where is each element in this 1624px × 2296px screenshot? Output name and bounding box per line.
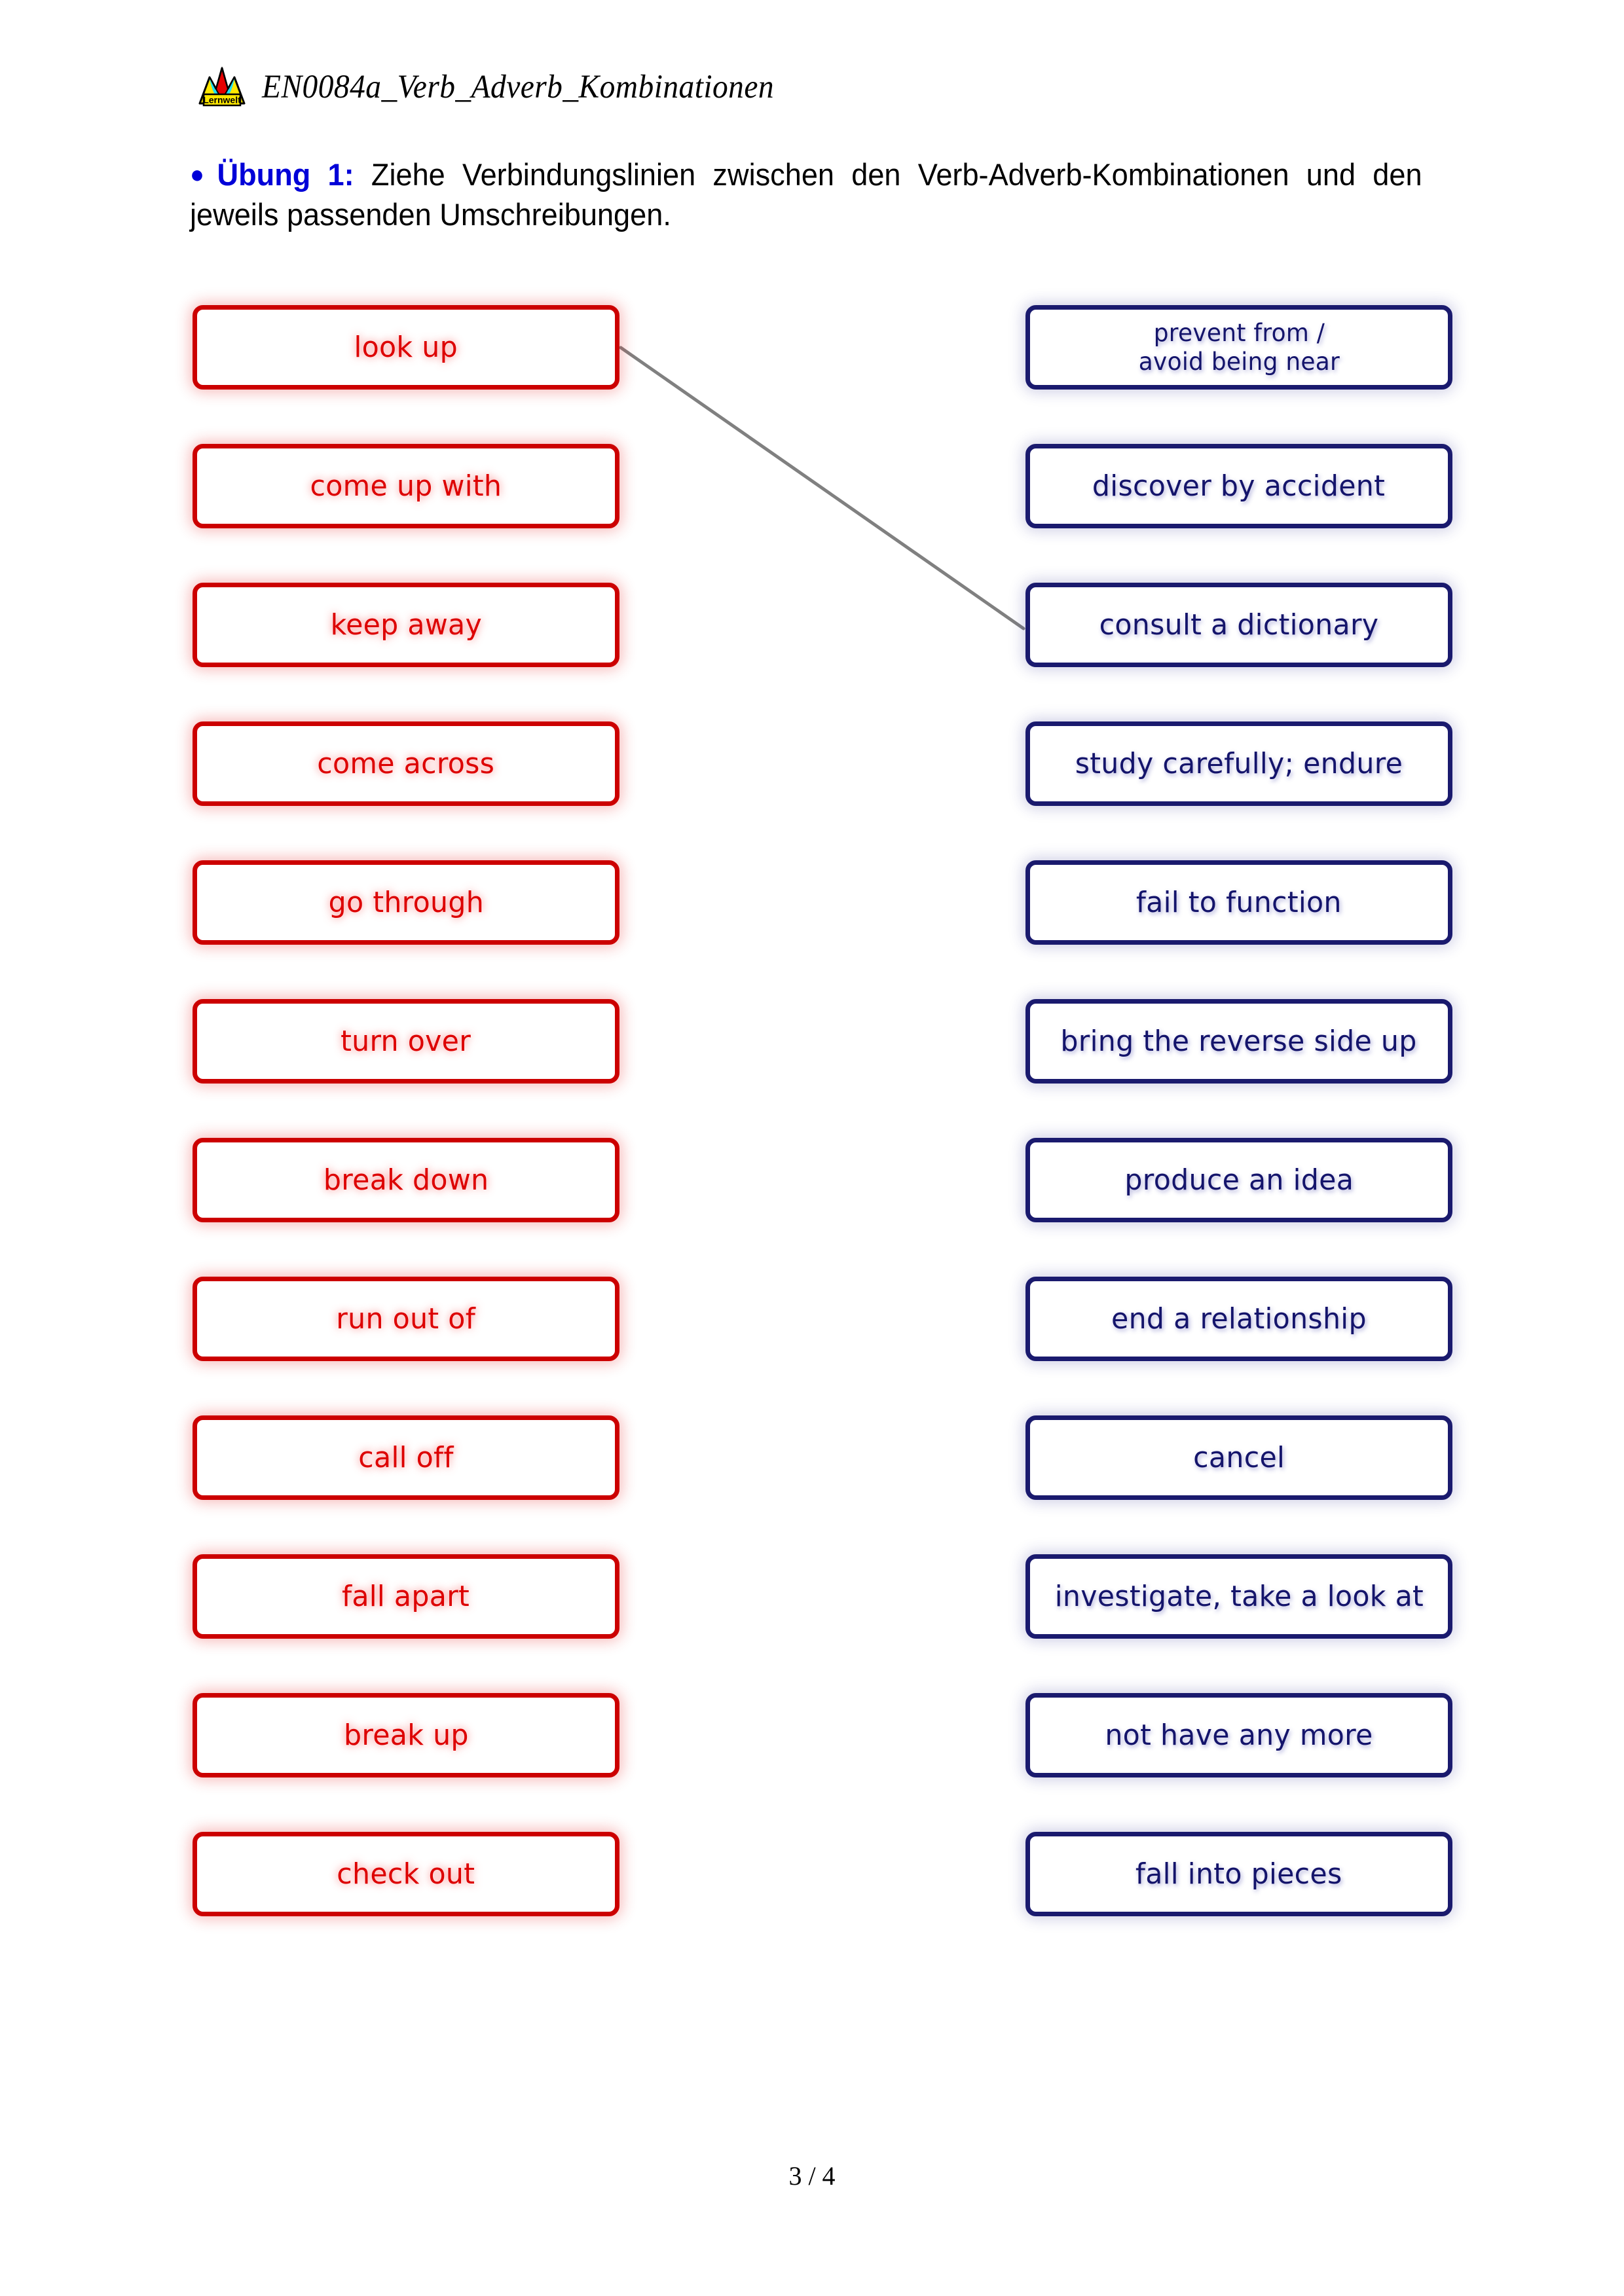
verb-card-label: check out bbox=[337, 1857, 475, 1891]
definition-card-label: produce an idea bbox=[1124, 1163, 1354, 1197]
exercise-instruction: ●Übung 1: Ziehe Verbindungslinien zwisch… bbox=[190, 155, 1422, 234]
verb-card[interactable]: turn over bbox=[193, 999, 619, 1084]
verb-card-label: look up bbox=[354, 330, 458, 364]
definition-card[interactable]: investigate, take a look at bbox=[1025, 1554, 1452, 1639]
exercise-label: Übung 1: bbox=[217, 157, 354, 192]
definition-card[interactable]: prevent from / avoid being near bbox=[1025, 305, 1452, 390]
definition-card[interactable]: fail to function bbox=[1025, 860, 1452, 945]
definition-card[interactable]: bring the reverse side up bbox=[1025, 999, 1452, 1084]
verb-card[interactable]: go through bbox=[193, 860, 619, 945]
verb-card[interactable]: come across bbox=[193, 721, 619, 806]
verb-card[interactable]: run out of bbox=[193, 1277, 619, 1361]
definition-card[interactable]: end a relationship bbox=[1025, 1277, 1452, 1361]
definition-card-label: prevent from / avoid being near bbox=[1138, 318, 1340, 376]
connector-line-look-up[interactable] bbox=[619, 346, 1025, 630]
verb-card-label: turn over bbox=[341, 1024, 471, 1058]
instruction-text: Ziehe Verbindungslinien zwischen den Ver… bbox=[190, 157, 1422, 232]
verb-card[interactable]: come up with bbox=[193, 444, 619, 528]
lernwelt-logo-icon: Lernwelt bbox=[196, 63, 248, 111]
definition-card-label: discover by accident bbox=[1092, 469, 1386, 503]
bullet-icon: ● bbox=[190, 161, 213, 189]
page-number: 3 / 4 bbox=[788, 2161, 836, 2191]
definition-card-label: investigate, take a look at bbox=[1054, 1579, 1424, 1613]
definition-card-label: cancel bbox=[1192, 1440, 1285, 1474]
definition-card-label: study carefully; endure bbox=[1075, 746, 1403, 780]
verb-card[interactable]: keep away bbox=[193, 583, 619, 667]
verb-card-label: break down bbox=[323, 1163, 489, 1197]
definition-card-label: not have any more bbox=[1105, 1718, 1373, 1752]
definition-card-label: bring the reverse side up bbox=[1060, 1024, 1418, 1058]
verb-card[interactable]: look up bbox=[193, 305, 619, 390]
definition-card-label: fall into pieces bbox=[1135, 1857, 1342, 1891]
definition-card-label: consult a dictionary bbox=[1099, 608, 1379, 642]
verb-card-label: go through bbox=[328, 885, 484, 919]
definition-card[interactable]: consult a dictionary bbox=[1025, 583, 1452, 667]
definition-card[interactable]: discover by accident bbox=[1025, 444, 1452, 528]
verb-card-label: call off bbox=[358, 1440, 454, 1474]
verb-card-label: break up bbox=[343, 1718, 469, 1752]
definition-column: prevent from / avoid being near discover… bbox=[1025, 305, 1452, 1916]
definition-card[interactable]: fall into pieces bbox=[1025, 1832, 1452, 1916]
verb-card-label: come up with bbox=[310, 469, 502, 503]
verb-card[interactable]: fall apart bbox=[193, 1554, 619, 1639]
definition-card-label: end a relationship bbox=[1111, 1302, 1367, 1336]
verb-card[interactable]: break down bbox=[193, 1138, 619, 1222]
definition-card-label: fail to function bbox=[1136, 885, 1342, 919]
verb-card-label: fall apart bbox=[342, 1579, 470, 1613]
verb-card[interactable]: break up bbox=[193, 1693, 619, 1777]
verb-adverb-column: look up come up with keep away come acro… bbox=[193, 305, 619, 1916]
definition-card[interactable]: produce an idea bbox=[1025, 1138, 1452, 1222]
definition-card[interactable]: cancel bbox=[1025, 1415, 1452, 1500]
page-header: Lernwelt EN0084a_Verb_Adverb_Kombination… bbox=[196, 63, 813, 111]
verb-card-label: run out of bbox=[336, 1302, 476, 1336]
verb-card-label: keep away bbox=[330, 608, 482, 642]
document-title: EN0084a_Verb_Adverb_Kombinationen bbox=[262, 69, 775, 105]
logo-wordmark: Lernwelt bbox=[203, 95, 241, 105]
verb-card[interactable]: check out bbox=[193, 1832, 619, 1916]
definition-card[interactable]: study carefully; endure bbox=[1025, 721, 1452, 806]
verb-card[interactable]: call off bbox=[193, 1415, 619, 1500]
verb-card-label: come across bbox=[317, 746, 495, 780]
definition-card[interactable]: not have any more bbox=[1025, 1693, 1452, 1777]
